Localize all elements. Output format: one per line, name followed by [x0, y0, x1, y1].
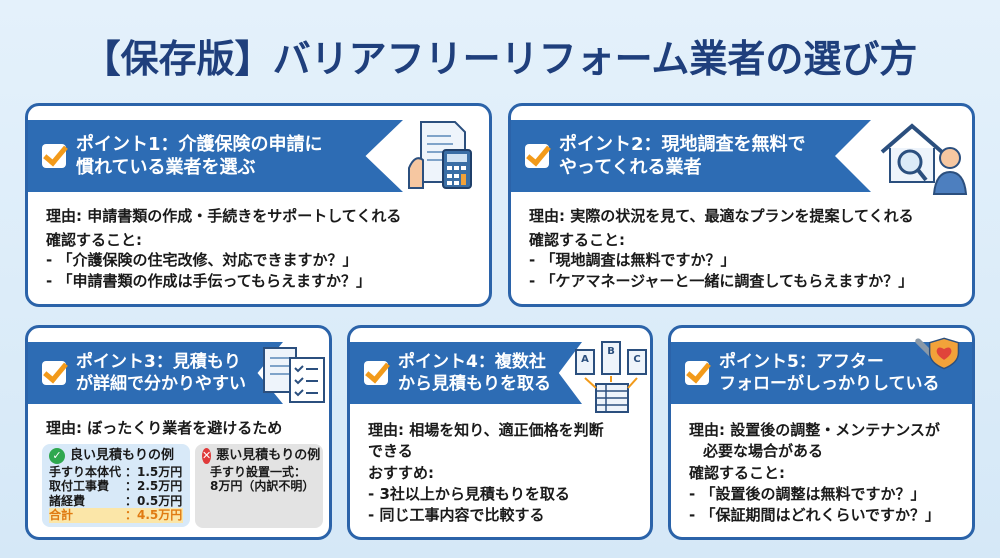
heading-line: ポイント4：複数社 — [398, 351, 546, 372]
estimate-row: 諸経費 ：0.5万円 — [49, 494, 183, 508]
point-5-banner: ポイント5：アフターフォローがしっかりしている — [671, 342, 972, 404]
point-2-body: 理由: 実際の状況を見て、最適なプランを提案してくれる 確認すること: - 「現… — [529, 206, 964, 292]
point-3-card: ポイント3：見積もりが詳細で分かりやすい 理由: ぼったくり業者を避けるため ✓… — [25, 325, 332, 540]
check-label: 確認すること: — [689, 464, 785, 483]
item-label: 諸経費 — [49, 493, 86, 508]
page-title: 【保存版】バリアフリーリフォーム業者の選び方 — [82, 37, 918, 81]
item-value: ：0.5万円 — [125, 493, 183, 508]
reason-text: 理由: 相場を知り、適正価格を判断 — [368, 421, 604, 439]
item-label: 手すり本体代 — [49, 465, 122, 479]
checkbox-icon — [42, 144, 66, 168]
buildings-compare-icon: A B C — [575, 341, 647, 413]
reason-text: できる — [368, 441, 413, 460]
check-label: 確認すること: — [529, 230, 625, 249]
heading-line: ポイント3：見積もり — [76, 351, 241, 372]
checkbox-icon — [42, 361, 66, 385]
bad-line: 8万円（内訳不明） — [210, 479, 315, 494]
estimate-row: 取付工事費 ：2.5万円 — [49, 479, 183, 493]
check-circle-icon: ✓ — [49, 448, 65, 464]
heading-line: フォローがしっかりしている — [719, 374, 940, 394]
reason-text: 理由: 申請書類の作成・手続きをサポートしてくれる — [46, 207, 402, 225]
heading-line: やってくれる業者 — [559, 157, 702, 178]
point-1-banner: ポイント1：介護保険の申請に慣れている業者を選ぶ — [28, 120, 403, 192]
total-value: ：4.5万円 — [125, 508, 183, 523]
check-label: おすすめ: — [368, 464, 434, 483]
point-5-card: ポイント5：アフターフォローがしっかりしている 理由: 設置後の調整・メンテナン… — [668, 325, 975, 540]
check-item: - 同じ工事内容で比較する — [368, 505, 545, 524]
point-4-card: ポイント4：複数社から見積もりを取る A B C 理由: 相場を知り、適正価格を判断… — [347, 325, 653, 540]
bad-example-title: 悪い見積もりの例 — [216, 448, 321, 464]
good-estimate-example: ✓ 良い見積もりの例 手すり本体代：1.5万円 取付工事費 ：2.5万円 諸経費 ：0… — [42, 444, 190, 527]
point-1-body: 理由: 申請書類の作成・手続きをサポートしてくれる 確認すること: - 「介護保… — [46, 206, 481, 292]
point-4-banner: ポイント4：複数社から見積もりを取る — [350, 342, 582, 404]
building-label: A — [581, 354, 589, 365]
bad-estimate-example: ✕悪い見積もりの例 手すり設置一式： 8万円（内訳不明） — [195, 444, 323, 528]
heading-line: ポイント1：介護保険の申請に — [76, 133, 323, 155]
point-3-banner: ポイント3：見積もりが詳細で分かりやすい — [28, 342, 283, 404]
check-item: - 3社以上から見積もりを取る — [368, 485, 570, 504]
reason-text: 理由: ぼったくり業者を避けるため — [46, 419, 283, 437]
checkbox-icon — [525, 144, 549, 168]
x-circle-icon: ✕ — [202, 448, 212, 464]
document-calculator-icon — [408, 121, 472, 189]
point-5-body: 理由: 設置後の調整・メンテナンスが 必要な場合がある 確認すること: - 「設… — [689, 420, 964, 525]
bad-line: 手すり設置一式： — [210, 465, 307, 479]
reason-text: 必要な場合がある — [703, 441, 824, 460]
checkbox-icon — [685, 361, 709, 385]
check-item: - 「設置後の調整は無料ですか？」 — [689, 485, 926, 504]
point-1-card: ポイント1：介護保険の申請に慣れている業者を選ぶ 理由: 申請書類の作成・手続き… — [25, 103, 492, 307]
reason-text: 理由: 設置後の調整・メンテナンスが — [689, 421, 940, 439]
heading-line: ポイント2：現地調査を無料で — [559, 133, 806, 155]
reason-text: 理由: 実際の状況を見て、最適なプランを提案してくれる — [529, 207, 914, 225]
point-3-body: 理由: ぼったくり業者を避けるため — [46, 418, 321, 439]
point-2-banner: ポイント2：現地調査を無料でやってくれる業者 — [511, 120, 871, 192]
heading-line: 慣れている業者を選ぶ — [76, 157, 256, 178]
check-item: - 「介護保険の住宅改修、対応できますか？」 — [46, 251, 358, 270]
checkbox-icon — [364, 361, 388, 385]
wrench-shield-heart-icon — [915, 337, 960, 370]
point-4-body: 理由: 相場を知り、適正価格を判断 できる おすすめ: - 3社以上から見積もり… — [368, 420, 642, 525]
check-item: - 「現地調査は無料ですか？」 — [529, 251, 736, 270]
item-value: ：1.5万円 — [125, 465, 183, 479]
estimate-total-row: 合計 ：4.5万円 — [49, 508, 183, 523]
estimate-row: 手すり本体代：1.5万円 — [49, 465, 183, 479]
building-label: B — [607, 346, 615, 357]
documents-checklist-icon — [263, 347, 325, 403]
item-label: 取付工事費 — [49, 479, 110, 494]
heading-line: が詳細で分かりやすい — [76, 374, 246, 394]
check-item: - 「ケアマネージャーと一緒に調査してもらえますか？」 — [529, 272, 914, 291]
check-item: - 「申請書類の作成は手伝ってもらえますか？」 — [46, 272, 371, 291]
good-example-title: 良い見積もりの例 — [70, 448, 175, 464]
item-value: ：2.5万円 — [125, 479, 183, 494]
house-magnifier-elder-icon — [880, 123, 968, 195]
point-2-card: ポイント2：現地調査を無料でやってくれる業者 理由: 実際の状況を見て、最適なプ… — [508, 103, 975, 307]
check-label: 確認すること: — [46, 230, 142, 249]
heading-line: ポイント5：アフター — [719, 351, 884, 372]
total-label: 合計 — [49, 508, 74, 523]
building-label: C — [633, 354, 640, 365]
heading-line: から見積もりを取る — [398, 374, 551, 394]
check-item: - 「保証期間はどれくらいですか？」 — [689, 505, 940, 524]
